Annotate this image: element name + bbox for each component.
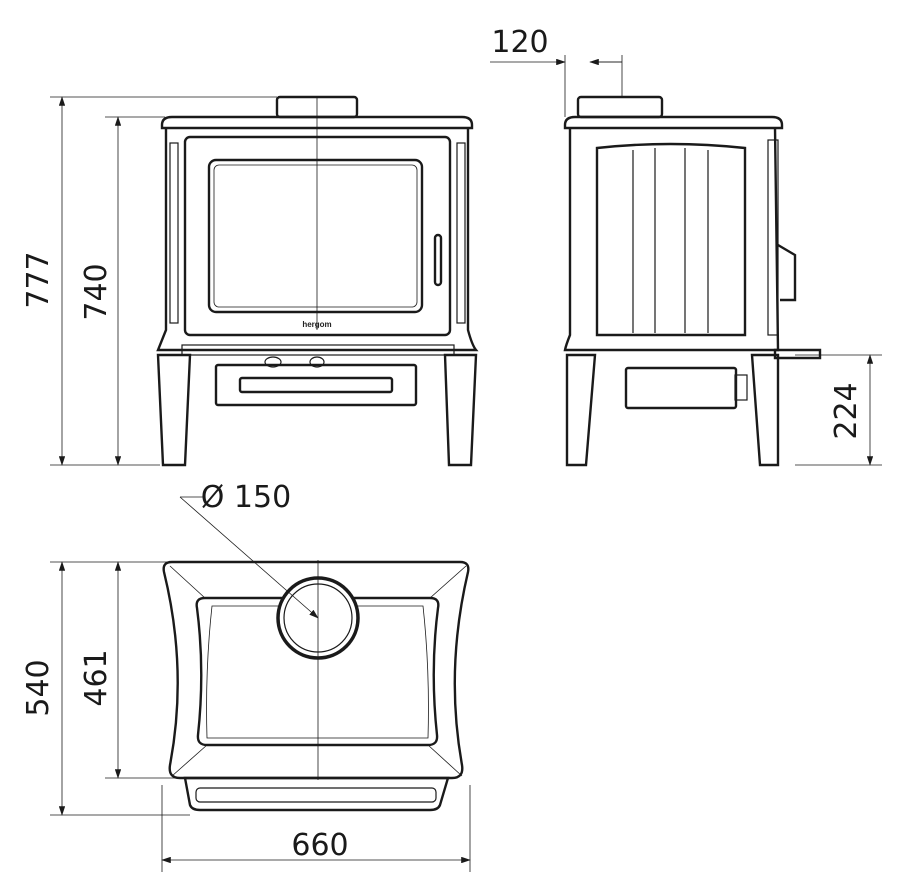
dimension-total-depth: 540 [21, 659, 56, 716]
brand-logo: hergom [302, 320, 331, 329]
dimension-total-height: 777 [21, 251, 56, 308]
dimension-width: 660 [291, 828, 348, 863]
side-view [563, 95, 822, 467]
dimension-flue-offset: 120 [491, 25, 548, 60]
dimension-flue-diameter: Ø 150 [201, 480, 291, 515]
top-dimensions: Ø 150 540 461 660 [21, 480, 471, 872]
top-view [162, 560, 470, 812]
front-dimensions: 777 740 [21, 96, 277, 466]
side-dimensions: 120 224 [490, 25, 882, 466]
dimension-platform-height: 224 [829, 382, 864, 439]
dimension-body-depth: 461 [79, 649, 114, 706]
front-view: hergom [156, 95, 479, 467]
dimension-body-height: 740 [79, 263, 114, 320]
